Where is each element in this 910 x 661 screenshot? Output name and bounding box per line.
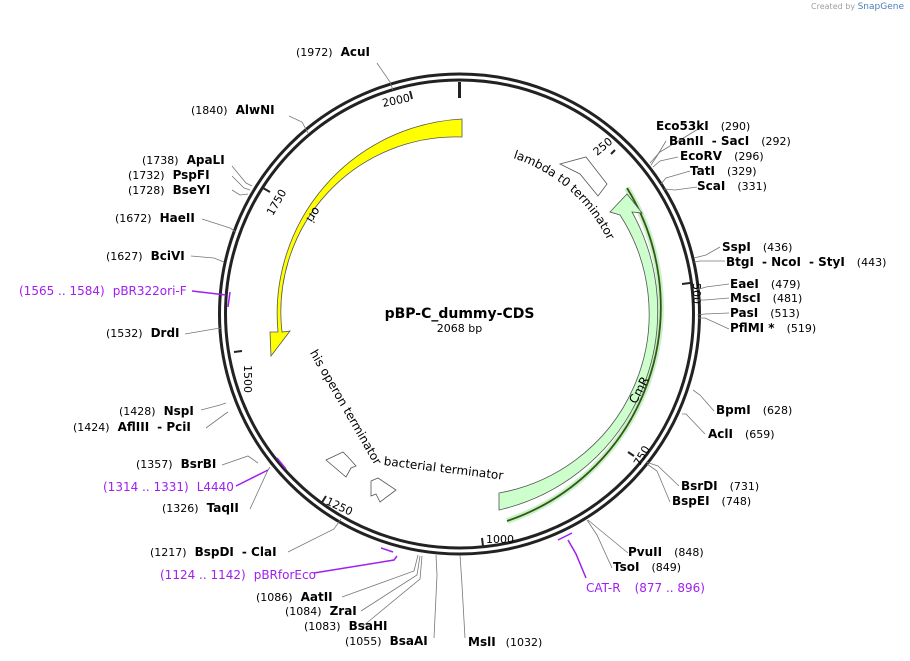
primer-l4440[interactable]: (1314 .. 1331)L4440 xyxy=(103,480,234,494)
tick-label-2000: 2000 xyxy=(381,91,411,110)
tick-2000 xyxy=(409,90,413,100)
backbone-inner xyxy=(224,78,695,550)
enzyme-taqii[interactable]: (1326)TaqII xyxy=(162,501,239,515)
backbone-outer xyxy=(218,72,701,556)
enzyme-drdi[interactable]: (1532)DrdI xyxy=(106,326,180,340)
enzyme-aatii[interactable]: (1086)AatII xyxy=(256,590,333,604)
tick-1000 xyxy=(481,537,484,547)
enzyme-apali[interactable]: (1738)ApaLI xyxy=(142,153,225,167)
credit-brand: SnapGene xyxy=(857,2,904,12)
feature-label-bacterial: bacterial terminator xyxy=(383,454,504,483)
enzyme-sspi[interactable]: SspI(436) xyxy=(722,240,792,254)
tick-1250 xyxy=(320,495,327,505)
feature-lambda-terminator[interactable] xyxy=(558,156,608,197)
enzyme-banii-saci[interactable]: BanII- SacI(292) xyxy=(669,134,791,148)
enzyme-pflmi[interactable]: PflMI *(519) xyxy=(730,321,816,335)
enzyme-pspfi[interactable]: (1732)PspFI xyxy=(128,168,210,182)
enzyme-eaei[interactable]: EaeI(479) xyxy=(730,277,801,291)
enzyme-ecorv[interactable]: EcoRV(296) xyxy=(680,149,764,163)
enzyme-bpmi[interactable]: BpmI(628) xyxy=(716,403,792,417)
primer-mark-cat-r xyxy=(557,532,573,541)
enzyme-bspdi-clai[interactable]: (1217)BspDI- ClaI xyxy=(150,545,277,559)
enzyme-acui[interactable]: (1972)AcuI xyxy=(296,45,370,59)
enzyme-msci[interactable]: MscI(481) xyxy=(730,291,802,305)
enzyme-zrai[interactable]: (1084)ZraI xyxy=(285,604,357,618)
tick-500 xyxy=(681,282,691,285)
feature-bacterial-terminator[interactable] xyxy=(370,477,397,503)
primer-cat-r[interactable]: CAT-R(877 .. 896) xyxy=(586,581,705,595)
primer-mark-pbrforeco xyxy=(380,547,394,553)
tick-marks xyxy=(233,90,691,547)
enzyme-bsahi[interactable]: (1083)BsaHI xyxy=(304,619,387,633)
primer-mark-pbr322ori-f xyxy=(227,291,231,308)
enzyme-afliii-pcii[interactable]: (1424)AflIII- PciI xyxy=(73,420,191,434)
feature-cmr[interactable] xyxy=(498,193,659,511)
enzyme-btgi-ncoi-styi[interactable]: BtgI- NcoI- StyI(443) xyxy=(726,255,886,269)
enzyme-pvuii[interactable]: PvuII(848) xyxy=(628,545,704,559)
credit-prefix: Created by xyxy=(811,2,856,11)
primer-marks xyxy=(191,290,587,579)
tick-label-1500: 1500 xyxy=(241,365,254,393)
feature-label-his: his operon terminator xyxy=(307,347,384,467)
snapgene-credit: Created by SnapGene xyxy=(811,2,904,12)
tick-750 xyxy=(627,451,635,457)
enzyme-bcivi[interactable]: (1627)BciVI xyxy=(106,249,185,263)
enzyme-tati[interactable]: TatI(329) xyxy=(690,164,757,178)
plasmid-name: pBP-C_dummy-CDS xyxy=(385,306,535,322)
tick-250 xyxy=(610,149,616,155)
primer-pbrforeco[interactable]: (1124 .. 1142)pBRforEco xyxy=(160,568,316,582)
feature-ori[interactable] xyxy=(269,118,463,358)
enzyme-eco53ki[interactable]: Eco53kI(290) xyxy=(656,119,750,133)
feature-cmr-inner-line xyxy=(506,187,662,522)
enzyme-scai[interactable]: ScaI(331) xyxy=(697,179,767,193)
tick-label-1000: 1000 xyxy=(486,533,514,546)
primer-pbr322ori-f[interactable]: (1565 .. 1584)pBR322ori-F xyxy=(19,284,187,298)
enzyme-tsoi[interactable]: TsoI(849) xyxy=(613,560,681,574)
enzyme-nspi[interactable]: (1428)NspI xyxy=(119,404,194,418)
tick-1500 xyxy=(233,350,243,353)
tick-label-500: 500 xyxy=(690,283,703,304)
enzyme-bsrdi[interactable]: BsrDI(731) xyxy=(681,479,759,493)
plasmid-size: 2068 bp xyxy=(437,322,482,335)
enzyme-msli[interactable]: MslI(1032) xyxy=(468,635,542,649)
enzyme-bsaai[interactable]: (1055)BsaAI xyxy=(345,634,428,648)
feature-label-lambda: lambda t0 terminator xyxy=(512,148,618,242)
feature-label-ori: ori xyxy=(303,204,323,224)
enzyme-alwni[interactable]: (1840)AlwNI xyxy=(191,103,275,117)
feature-his-terminator[interactable] xyxy=(325,451,357,478)
enzyme-bsrbi[interactable]: (1357)BsrBI xyxy=(136,457,216,471)
enzyme-pasi[interactable]: PasI(513) xyxy=(730,306,800,320)
enzyme-acli[interactable]: AclI(659) xyxy=(708,427,775,441)
enzyme-haeii[interactable]: (1672)HaeII xyxy=(115,211,195,225)
tick-label-750: 750 xyxy=(631,444,653,469)
tick-label-250: 250 xyxy=(591,135,615,158)
tick-1750 xyxy=(262,187,271,193)
enzyme-bspei[interactable]: BspEI(748) xyxy=(672,494,751,508)
enzyme-bseyi[interactable]: (1728)BseYI xyxy=(128,183,210,197)
primer-mark-l4440 xyxy=(276,457,287,470)
